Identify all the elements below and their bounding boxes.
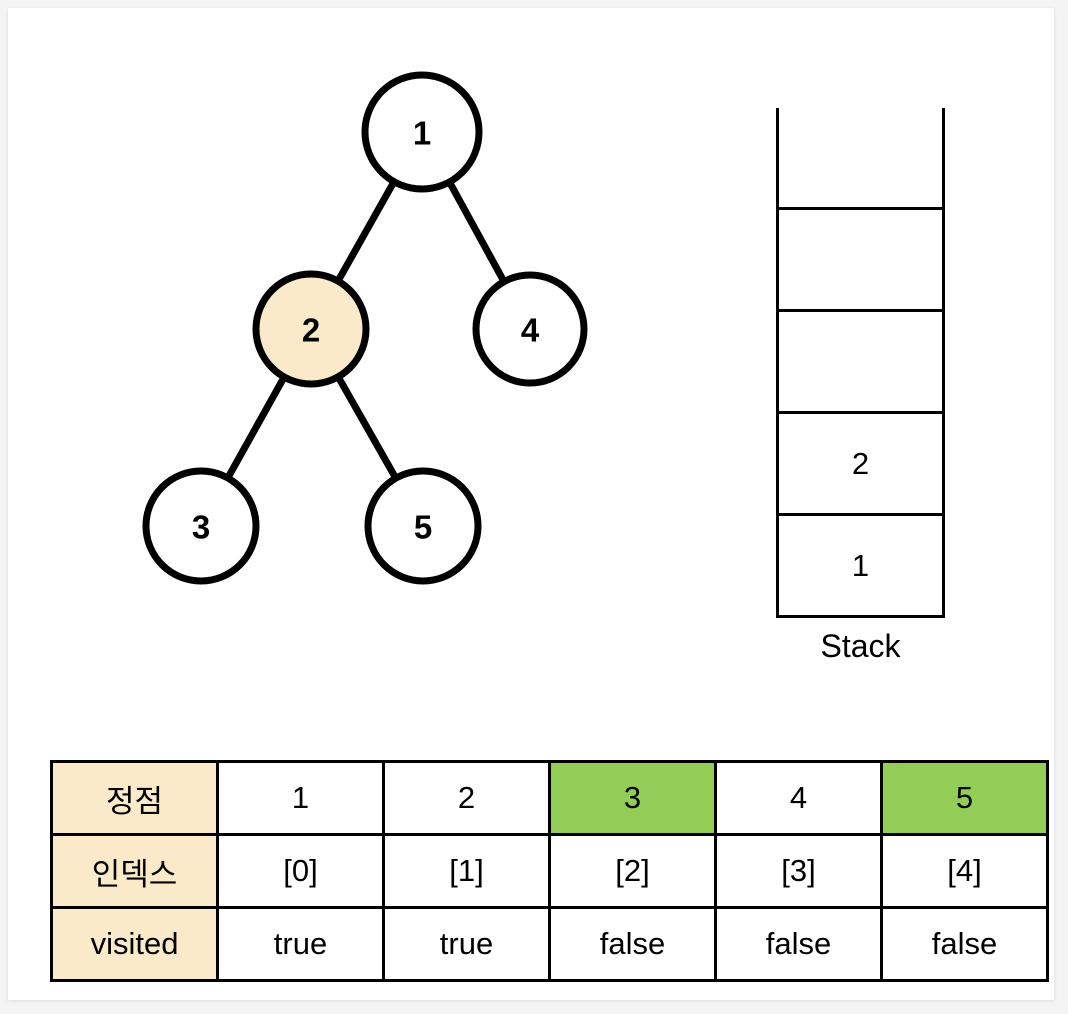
tree-node-label-3: 3 — [192, 509, 210, 546]
table-cell-r1-c4: [4] — [880, 833, 1049, 909]
tree-node-circle-1 — [361, 71, 483, 193]
tree-node-circle-4 — [472, 271, 588, 387]
tree-node-3[interactable]: 3 — [142, 467, 260, 585]
stack-caption: Stack — [820, 628, 901, 664]
table-row-header: 인덱스 — [50, 833, 219, 909]
stack-cell-3: 2 — [776, 414, 945, 516]
binary-tree-diagram: 1 2 4 3 5 — [142, 71, 588, 585]
tree-edge-n2-n5 — [334, 373, 400, 482]
tree-node-1[interactable]: 1 — [361, 71, 483, 193]
tree-edge-n1-n4 — [445, 178, 509, 286]
tree-edge-group — [223, 178, 509, 482]
stack-cell-2 — [776, 312, 945, 414]
table-row: 인덱스[0][1][2][3][4] — [50, 833, 1049, 909]
stack-cell-4: 1 — [776, 516, 945, 618]
tree-edge-n1-n2 — [333, 178, 399, 285]
tree-node-label-4: 4 — [521, 312, 540, 349]
table-cell-r1-c2: [2] — [548, 833, 717, 909]
table-cell-r2-c1: true — [382, 906, 551, 982]
table-cell-r2-c2: false — [548, 906, 717, 982]
table-cell-r1-c3: [3] — [714, 833, 883, 909]
table-cell-r2-c0: true — [216, 906, 385, 982]
tree-node-circle-3 — [142, 467, 260, 585]
table-cell-r0-c4: 5 — [880, 760, 1049, 836]
table-cell-r1-c1: [1] — [382, 833, 551, 909]
table-row-header: 정점 — [50, 760, 219, 836]
stack-cell-0 — [776, 108, 945, 210]
tree-node-circle-2 — [252, 270, 370, 388]
stack-cell-value: 1 — [851, 547, 870, 583]
table-cell-r0-c2: 3 — [548, 760, 717, 836]
stack-cell-1 — [776, 210, 945, 312]
tree-node-5[interactable]: 5 — [364, 467, 482, 585]
tree-node-4[interactable]: 4 — [472, 271, 588, 387]
stack-cell-value: 2 — [851, 445, 870, 481]
table-cell-r0-c3: 4 — [714, 760, 883, 836]
table-cell-r2-c4: false — [880, 906, 1049, 982]
tree-node-label-1: 1 — [413, 115, 431, 152]
tree-node-2[interactable]: 2 — [252, 270, 370, 388]
table-cell-r1-c0: [0] — [216, 833, 385, 909]
table-cell-r2-c3: false — [714, 906, 883, 982]
table-cell-r0-c0: 1 — [216, 760, 385, 836]
tree-node-label-2: 2 — [302, 312, 320, 349]
table-row-header: visited — [50, 906, 219, 982]
table-cell-r0-c1: 2 — [382, 760, 551, 836]
tree-node-label-5: 5 — [414, 509, 432, 546]
tree-node-circle-5 — [364, 467, 482, 585]
tree-edge-n2-n3 — [223, 373, 289, 482]
tree-node-group: 1 2 4 3 5 — [142, 71, 588, 585]
